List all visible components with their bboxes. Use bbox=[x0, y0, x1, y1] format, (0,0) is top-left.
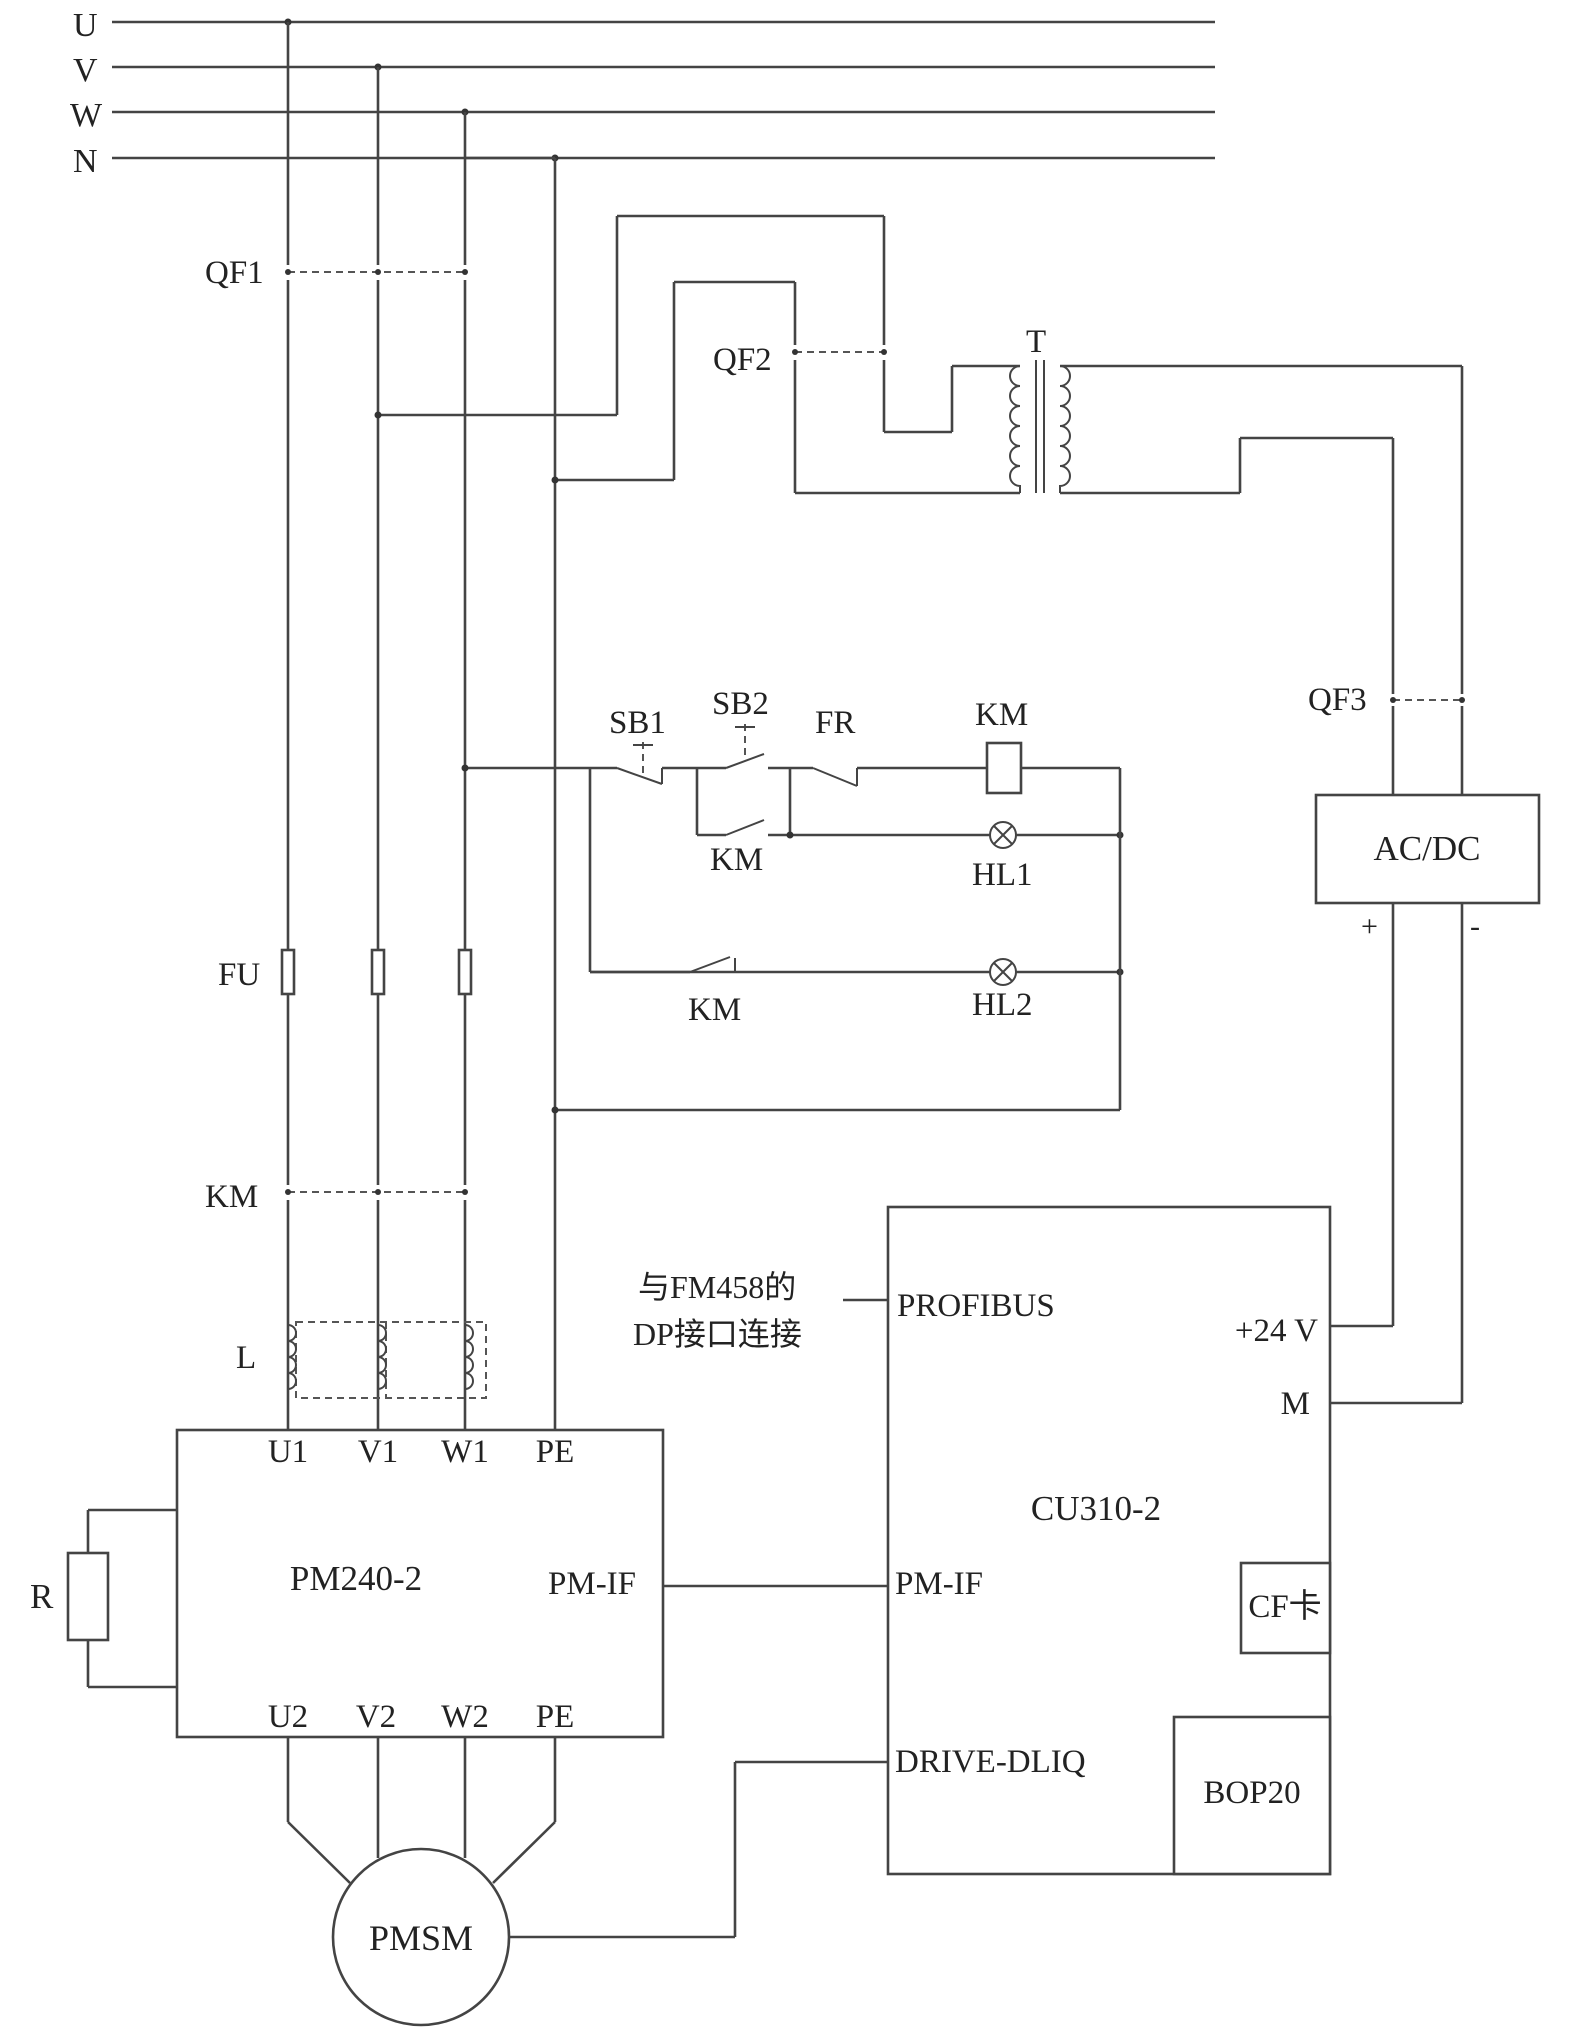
control-unit-cu310: CU310-2 PROFIBUS +24 V M PM-IF DRIVE-DLI… bbox=[886, 1205, 1332, 1876]
reactor-coil-u bbox=[287, 1324, 297, 1390]
km-coil: KM bbox=[975, 697, 1120, 795]
bop20-label: BOP20 bbox=[1203, 1775, 1300, 1811]
line-reactor-label: L bbox=[236, 1340, 256, 1376]
power-module-label: PM240-2 bbox=[290, 1559, 422, 1598]
drive-cliq-label: DRIVE-DLIQ bbox=[895, 1744, 1086, 1780]
motor-pmsm: PMSM bbox=[331, 1847, 511, 2027]
m-label: M bbox=[1281, 1386, 1310, 1422]
acdc-minus-label: - bbox=[1470, 910, 1480, 943]
transformer-t: T bbox=[1009, 324, 1071, 493]
km-hold-label: KM bbox=[710, 842, 763, 878]
reactor-coil-v bbox=[377, 1324, 387, 1390]
breaker-qf1: QF1 bbox=[205, 255, 468, 291]
power-module-pm240: PM240-2 U1 V1 W1 PE U2 V2 W2 PE PM-IF bbox=[175, 1428, 665, 1739]
motor-wiring bbox=[286, 1737, 888, 1939]
main-power-feeders bbox=[286, 22, 557, 1430]
terminal-u2: U2 bbox=[268, 1699, 308, 1735]
terminal-pe-top: PE bbox=[536, 1434, 575, 1470]
acdc-power-supply: AC/DC + - bbox=[1314, 793, 1541, 1405]
km-holding-contact: KM bbox=[695, 768, 792, 878]
terminal-w2: W2 bbox=[441, 1699, 489, 1735]
terminal-v2: V2 bbox=[356, 1699, 396, 1735]
bus-label-n: N bbox=[73, 143, 98, 180]
bus-label-u: U bbox=[73, 7, 98, 44]
indicator-lamp-hl2: KM HL2 bbox=[590, 956, 1124, 1028]
main-contactor: KM bbox=[205, 1179, 468, 1215]
terminal-w1: W1 bbox=[441, 1434, 489, 1470]
terminal-pe-bottom: PE bbox=[536, 1699, 575, 1735]
acdc-plus-label: + bbox=[1361, 910, 1378, 943]
motor-circle bbox=[331, 1847, 511, 2027]
transformer-branch: QF2 T QF3 bbox=[374, 214, 1465, 795]
transformer-secondary-coil bbox=[1059, 365, 1071, 493]
brake-resistor: R bbox=[30, 1508, 177, 1689]
brake-resistor-box bbox=[66, 1551, 110, 1642]
transformer-label: T bbox=[1026, 324, 1046, 360]
brake-resistor-label: R bbox=[30, 1577, 54, 1616]
hl2-label: HL2 bbox=[972, 987, 1033, 1023]
fuse-label: FU bbox=[218, 957, 260, 993]
cf-card-slot bbox=[1239, 1561, 1332, 1655]
power-module-box bbox=[175, 1428, 665, 1739]
thermal-relay-fr: FR bbox=[790, 705, 987, 787]
bus-label-v: V bbox=[73, 52, 98, 89]
acdc-box bbox=[1314, 793, 1541, 905]
pushbutton-sb2: SB2 bbox=[697, 686, 790, 770]
cf-card-label: CF卡 bbox=[1248, 1588, 1321, 1625]
acdc-label: AC/DC bbox=[1374, 829, 1481, 868]
sb1-label: SB1 bbox=[609, 705, 666, 741]
profibus-note-line2: DP接口连接 bbox=[633, 1316, 802, 1352]
transformer-primary-coil bbox=[1009, 365, 1021, 493]
reactor-coil-w bbox=[464, 1324, 474, 1390]
breaker-qf2-label: QF2 bbox=[713, 342, 772, 378]
profibus-note: 与FM458的 DP接口连接 bbox=[633, 1269, 888, 1352]
line-reactor: L bbox=[236, 1321, 487, 1399]
plus24v-label: +24 V bbox=[1235, 1313, 1318, 1349]
terminal-u1: U1 bbox=[268, 1434, 308, 1470]
fr-label: FR bbox=[815, 705, 855, 741]
terminal-v1: V1 bbox=[358, 1434, 398, 1470]
bus-label-w: W bbox=[70, 97, 103, 134]
km-nc-label: KM bbox=[688, 992, 741, 1028]
fuse-group: FU bbox=[218, 948, 473, 996]
pm-if-label-right: PM-IF bbox=[895, 1566, 983, 1602]
profibus-label: PROFIBUS bbox=[897, 1288, 1055, 1324]
fuse-v bbox=[370, 948, 386, 996]
sb2-label: SB2 bbox=[712, 686, 769, 722]
fuse-u bbox=[280, 948, 296, 996]
main-contactor-label: KM bbox=[205, 1179, 258, 1215]
breaker-qf1-label: QF1 bbox=[205, 255, 264, 291]
hl1-label: HL1 bbox=[972, 857, 1033, 893]
fuse-w bbox=[457, 948, 473, 996]
indicator-lamp-hl1: HL1 bbox=[786, 821, 1124, 893]
motor-label: PMSM bbox=[369, 1918, 473, 1958]
pm-if-label-left: PM-IF bbox=[548, 1566, 636, 1602]
bop20-panel bbox=[1172, 1715, 1332, 1876]
pushbutton-sb1: SB1 bbox=[590, 705, 697, 785]
profibus-note-line1: 与FM458的 bbox=[638, 1269, 796, 1305]
km-coil-label: KM bbox=[975, 697, 1028, 733]
bus-lines: U V W N bbox=[70, 7, 1215, 180]
control-circuit: SB1 SB2 KM FR bbox=[461, 686, 1124, 1114]
km-coil-box bbox=[985, 741, 1023, 795]
breaker-qf3-label: QF3 bbox=[1308, 682, 1367, 718]
control-unit-label: CU310-2 bbox=[1031, 1489, 1161, 1528]
